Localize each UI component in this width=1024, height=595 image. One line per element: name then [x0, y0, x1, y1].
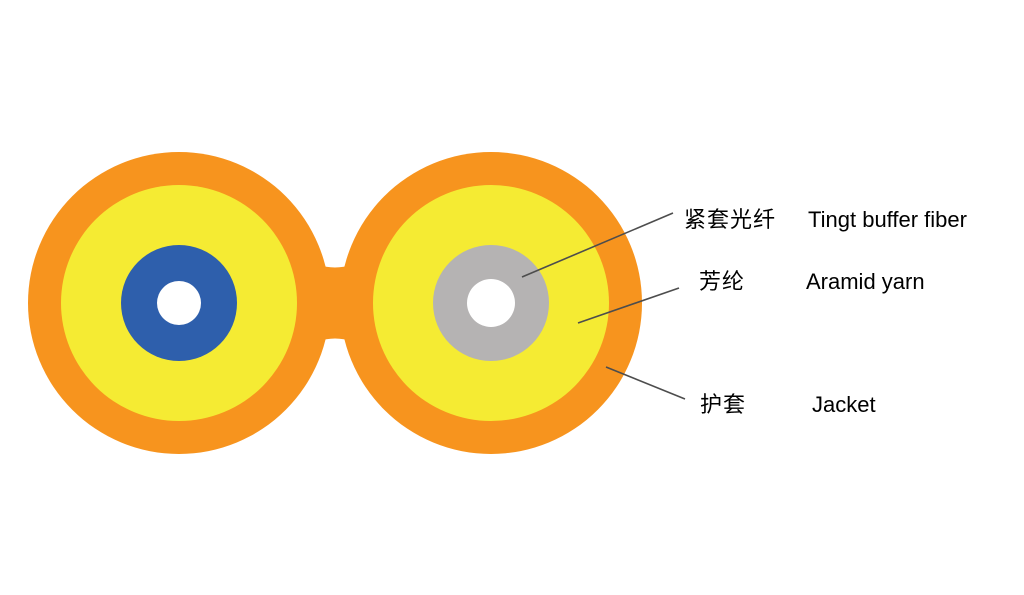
label-aramid-en: Aramid yarn — [806, 269, 925, 294]
label-jacket-en: Jacket — [812, 392, 876, 417]
leader-line-buffer — [521, 212, 674, 278]
left-core-circle — [157, 281, 201, 325]
right-core-circle — [467, 279, 515, 327]
label-jacket-zh: 护套 — [700, 392, 747, 417]
leader-line-jacket — [605, 366, 686, 400]
label-buffer-en: Tingt buffer fiber — [808, 207, 967, 232]
label-buffer-zh: 紧套光纤 — [684, 207, 777, 232]
label-aramid-zh: 芳纶 — [699, 269, 746, 294]
leader-line-aramid — [577, 287, 680, 324]
